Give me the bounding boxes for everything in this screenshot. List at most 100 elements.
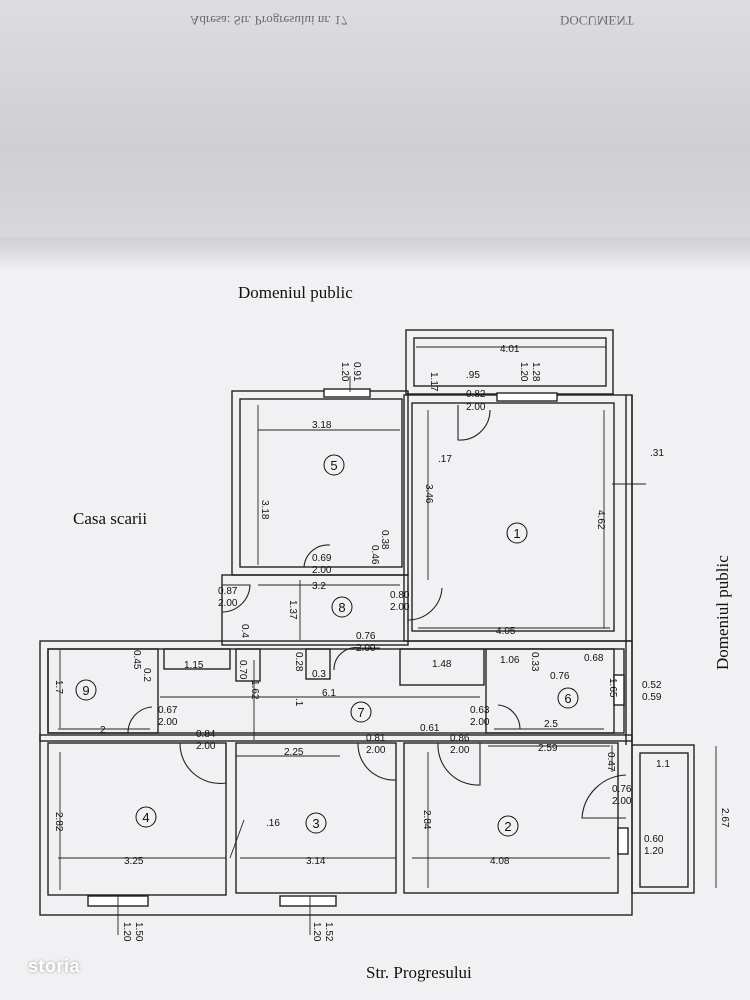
room9 bbox=[47, 648, 159, 734]
dim-label: 6.1 bbox=[322, 688, 336, 699]
dim-label: 0.68 bbox=[584, 653, 604, 664]
room-number-4: 4 bbox=[142, 810, 149, 825]
dim-label: 3.46 bbox=[423, 484, 434, 504]
dim-label: 0.69 bbox=[312, 553, 332, 564]
balcony-inner bbox=[413, 337, 607, 387]
dim-label: 0.59 bbox=[642, 692, 662, 703]
room4 bbox=[47, 742, 227, 896]
dim-label: 2.00 bbox=[366, 745, 386, 756]
dim-label: 0.76 bbox=[550, 671, 570, 682]
dim-label: 1.17 bbox=[428, 372, 439, 392]
room-marker-5 bbox=[323, 454, 345, 476]
label-domeniul-public-top: Domeniul public bbox=[238, 283, 353, 302]
dim-label: 2.59 bbox=[538, 743, 558, 754]
dim-label: 0.45 bbox=[131, 650, 142, 670]
dim-label: 1.37 bbox=[287, 600, 298, 620]
dim-label: 1.7 bbox=[53, 680, 64, 694]
dim-label: 4.08 bbox=[490, 856, 510, 867]
dim-label: 3.18 bbox=[312, 420, 332, 431]
room-marker-6 bbox=[557, 687, 579, 709]
dim-label: 0.81 bbox=[366, 733, 386, 744]
dim-label: 3.14 bbox=[306, 856, 326, 867]
dim-label: 2.5 bbox=[544, 719, 558, 730]
dim-label: 1.20 bbox=[518, 362, 529, 382]
dim-label: 0.52 bbox=[642, 680, 662, 691]
room-marker-4 bbox=[135, 806, 157, 828]
dim-label: 1.15 bbox=[184, 660, 204, 671]
room-number-6: 6 bbox=[564, 691, 571, 706]
dim-label: 0.76 bbox=[612, 784, 632, 795]
dim-label: 0.4 bbox=[239, 624, 250, 638]
dim-label: .95 bbox=[466, 370, 480, 381]
dimension-lines bbox=[58, 346, 717, 935]
dim-label: 1.06 bbox=[500, 655, 520, 666]
dim-label: 3.25 bbox=[124, 856, 144, 867]
dim-label: 0.33 bbox=[529, 652, 540, 672]
dim-label: 1.62 bbox=[249, 680, 260, 700]
dim-label: 1.20 bbox=[121, 922, 132, 942]
dim-label: 3.18 bbox=[259, 500, 270, 520]
room-marker-8 bbox=[331, 596, 353, 618]
room-markers bbox=[75, 454, 579, 837]
dim-label: 0.91 bbox=[351, 362, 362, 382]
dim-label: 0.80 bbox=[390, 590, 410, 601]
dim-label: 0.76 bbox=[356, 631, 376, 642]
label-street: Str. Progresului bbox=[366, 963, 472, 982]
dim-label: 1.50 bbox=[133, 922, 144, 942]
bottom-outer bbox=[39, 734, 633, 916]
dim-label: 0.61 bbox=[420, 723, 440, 734]
dim-label: 2.00 bbox=[158, 717, 178, 728]
dim-label: 4.05 bbox=[496, 626, 516, 637]
room-marker-7 bbox=[350, 701, 372, 723]
room-marker-1 bbox=[506, 522, 528, 544]
dim-label: 0.70 bbox=[237, 660, 248, 680]
dim-label: 0.47 bbox=[605, 752, 616, 772]
dim-label: 0.46 bbox=[369, 545, 380, 565]
dim-label: 1.52 bbox=[323, 922, 334, 942]
dim-label: 2.00 bbox=[470, 717, 490, 728]
dim-label: 1.65 bbox=[607, 678, 618, 698]
room1-inner bbox=[411, 402, 615, 632]
dim-label: 4.62 bbox=[595, 510, 606, 530]
dim-label: 0.67 bbox=[158, 705, 178, 716]
dim-label: 0.2 bbox=[141, 668, 152, 682]
dim-label: 2.25 bbox=[284, 747, 304, 758]
annex bbox=[631, 744, 695, 894]
dim-label: 2.00 bbox=[612, 796, 632, 807]
walls bbox=[39, 329, 695, 916]
scanned-header-strip: Adresa: Str. Progresului nr. 17 DOCUMENT bbox=[0, 0, 750, 250]
dim-label: 2.00 bbox=[356, 643, 376, 654]
dim-label: 2.00 bbox=[450, 745, 470, 756]
dim-label: 0.87 bbox=[218, 586, 238, 597]
dim-label: 1.20 bbox=[339, 362, 350, 382]
room-number-5: 5 bbox=[330, 458, 337, 473]
dim-label: 1.1 bbox=[656, 759, 670, 770]
label-casa-scarii: Casa scarii bbox=[73, 509, 147, 528]
hall7-outer bbox=[39, 640, 633, 742]
dim-label: 0.63 bbox=[470, 705, 490, 716]
dim-label: 2.84 bbox=[421, 810, 432, 830]
room-number-1: 1 bbox=[513, 526, 520, 541]
dim-label: 0.3 bbox=[312, 669, 326, 680]
dimension-labels: 4.01 1.17 1.28 1.20 0.91 1.20 .95 0.82 2… bbox=[53, 344, 730, 942]
room-number-7: 7 bbox=[357, 705, 364, 720]
dim-label: 0.60 bbox=[644, 834, 664, 845]
room-marker-2 bbox=[497, 815, 519, 837]
dim-label: 3.2 bbox=[312, 581, 326, 592]
dim-label: 2 bbox=[100, 725, 106, 736]
dim-label: 0.28 bbox=[293, 652, 304, 672]
dim-label: 2.00 bbox=[196, 741, 216, 752]
room-number-3: 3 bbox=[312, 816, 319, 831]
dim-label: 1.48 bbox=[432, 659, 452, 670]
dim-label: 2.00 bbox=[312, 565, 332, 576]
room-numbers: 5 1 8 9 7 6 4 3 2 bbox=[82, 458, 571, 834]
dim-label: 0.38 bbox=[379, 530, 390, 550]
dim-label: 1.28 bbox=[530, 362, 541, 382]
room-number-2: 2 bbox=[504, 819, 511, 834]
dim-label: .17 bbox=[438, 454, 452, 465]
dim-label: 0.86 bbox=[450, 733, 470, 744]
dim-label: 2.00 bbox=[466, 402, 486, 413]
label-domeniul-public-right: Domeniul public bbox=[713, 555, 732, 670]
dim-label: .31 bbox=[650, 448, 664, 459]
